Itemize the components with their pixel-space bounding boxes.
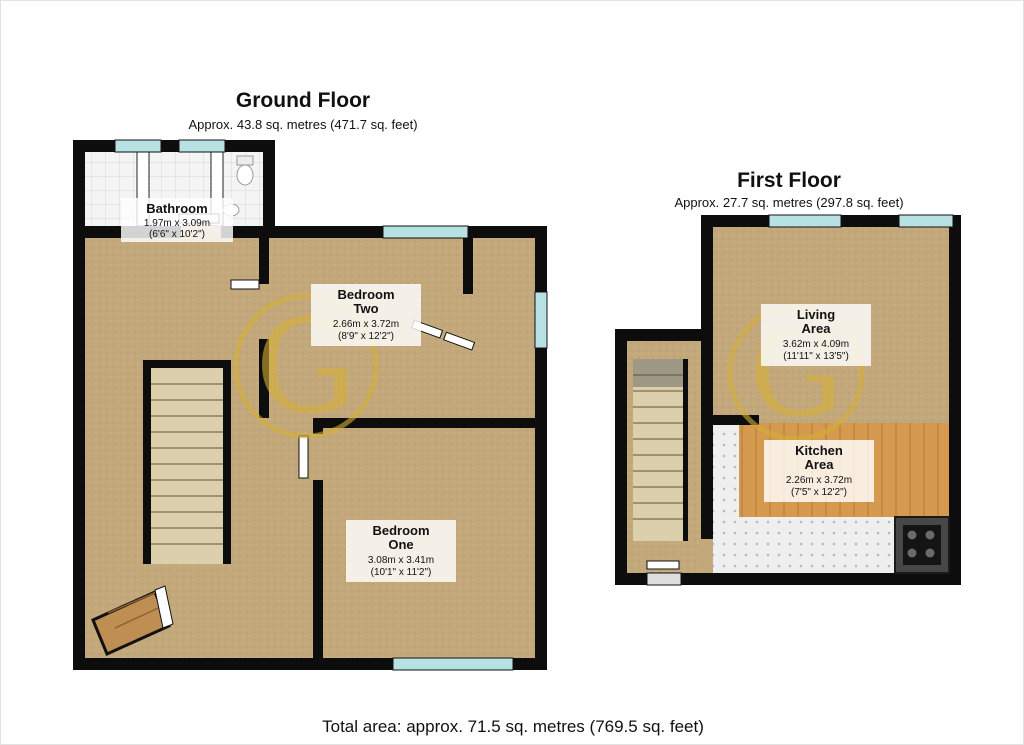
room-name: Kitchen <box>795 443 843 458</box>
room-dimensions-imperial: (11'11" x 13'5") <box>783 351 849 362</box>
room-name: Bedroom <box>372 523 429 538</box>
living-area-label: Living Area 3.62m x 4.09m (11'11" x 13'5… <box>761 304 871 366</box>
front-door-leaf <box>154 585 174 629</box>
ground-floor-subtitle: Approx. 43.8 sq. metres (471.7 sq. feet) <box>188 117 418 132</box>
kitchen-vinyl-floor <box>713 517 895 573</box>
window <box>114 139 162 153</box>
room-name: Two <box>353 301 378 316</box>
bathroom-label: Bathroom 1.97m x 3.09m (6'6" x 10'2") <box>121 198 233 242</box>
toilet-icon <box>236 164 254 186</box>
room-dimensions-metric: 3.62m x 4.09m <box>783 339 849 350</box>
window <box>768 214 842 228</box>
bedroom-two-label: Bedroom Two 2.66m x 3.72m (8'9" x 12'2") <box>311 284 421 346</box>
ground-floor-plan: G Bathroom 1.97m x 3.09m (6'6" x 10'2") … <box>73 139 548 671</box>
door-leaf <box>646 560 680 570</box>
wardrobe-door <box>442 331 476 351</box>
bedroom-one-left-wall <box>313 418 323 434</box>
bedroom-one-left-wall <box>313 480 323 658</box>
room-dimensions-imperial: (7'5" x 12'2") <box>791 487 847 498</box>
stair-steps <box>151 383 223 545</box>
room-name: Area <box>802 321 832 336</box>
room-dimensions-imperial: (8'9" x 12'2") <box>338 331 394 342</box>
stair-wall <box>223 360 231 564</box>
watermark-ring <box>233 293 379 439</box>
stove-burner <box>925 548 935 558</box>
kitchen-wall-stub <box>713 415 759 425</box>
room-dimensions-imperial: (10'1" x 11'2") <box>371 567 432 578</box>
stove-burner <box>907 530 917 540</box>
room-dimensions-imperial: (6'6" x 10'2") <box>149 229 205 240</box>
room-dimensions-metric: 2.26m x 3.72m <box>786 475 852 486</box>
window <box>392 657 514 671</box>
label-background <box>764 440 874 502</box>
interior-wall-stub <box>463 238 473 294</box>
label-background <box>121 198 233 242</box>
first-floor-plan: G Living Area 3.62m x 4.09m (11'11" x 13… <box>615 214 961 586</box>
room-name: One <box>388 537 413 552</box>
ground-staircase <box>143 360 231 564</box>
stove-burner <box>907 548 917 558</box>
room-name: Living <box>797 307 835 322</box>
bedroom-one-label: Bedroom One 3.08m x 3.41m (10'1" x 11'2"… <box>346 520 456 582</box>
bedroom-two-door-leaf <box>230 279 260 290</box>
stove-burner <box>925 530 935 540</box>
doorway <box>646 572 682 586</box>
window <box>898 214 954 228</box>
landing-doorway <box>701 539 713 573</box>
stair-steps <box>633 374 683 520</box>
label-background <box>311 284 421 346</box>
entrance-porch <box>91 585 174 657</box>
room-name: Area <box>805 457 835 472</box>
bedroom-two-left-wall <box>259 238 269 284</box>
stair-wall <box>143 360 151 564</box>
window <box>382 225 469 239</box>
room-dimensions-metric: 2.66m x 3.72m <box>333 319 399 330</box>
ground-floor-title: Ground Floor <box>235 89 371 112</box>
stair-treads <box>151 368 223 564</box>
total-area-text: Total area: approx. 71.5 sq. metres (769… <box>322 717 704 736</box>
stair-treads <box>633 359 683 541</box>
bedroom-divider-wall <box>313 418 535 428</box>
room-dimensions-metric: 3.08m x 3.41m <box>368 555 434 566</box>
toilet-cistern <box>236 155 254 166</box>
stair-wall <box>143 360 231 368</box>
first-staircase <box>633 359 688 541</box>
first-floor-title: First Floor <box>737 169 841 192</box>
stove-icon <box>903 525 941 565</box>
bedroom-one-door-leaf <box>298 435 309 479</box>
stair-void-shadow <box>633 359 683 387</box>
first-floor-subtitle: Approx. 27.7 sq. metres (297.8 sq. feet) <box>674 195 904 210</box>
room-name: Bedroom <box>337 287 394 302</box>
kitchen-area-label: Kitchen Area 2.26m x 3.72m (7'5" x 12'2"… <box>764 440 874 502</box>
room-dimensions-metric: 1.97m x 3.09m <box>144 218 210 229</box>
window <box>178 139 226 153</box>
label-background <box>761 304 871 366</box>
label-background <box>346 520 456 582</box>
stair-railing <box>683 359 688 541</box>
window <box>534 291 548 349</box>
room-name: Bathroom <box>146 201 207 216</box>
bedroom-two-left-wall <box>259 339 269 418</box>
